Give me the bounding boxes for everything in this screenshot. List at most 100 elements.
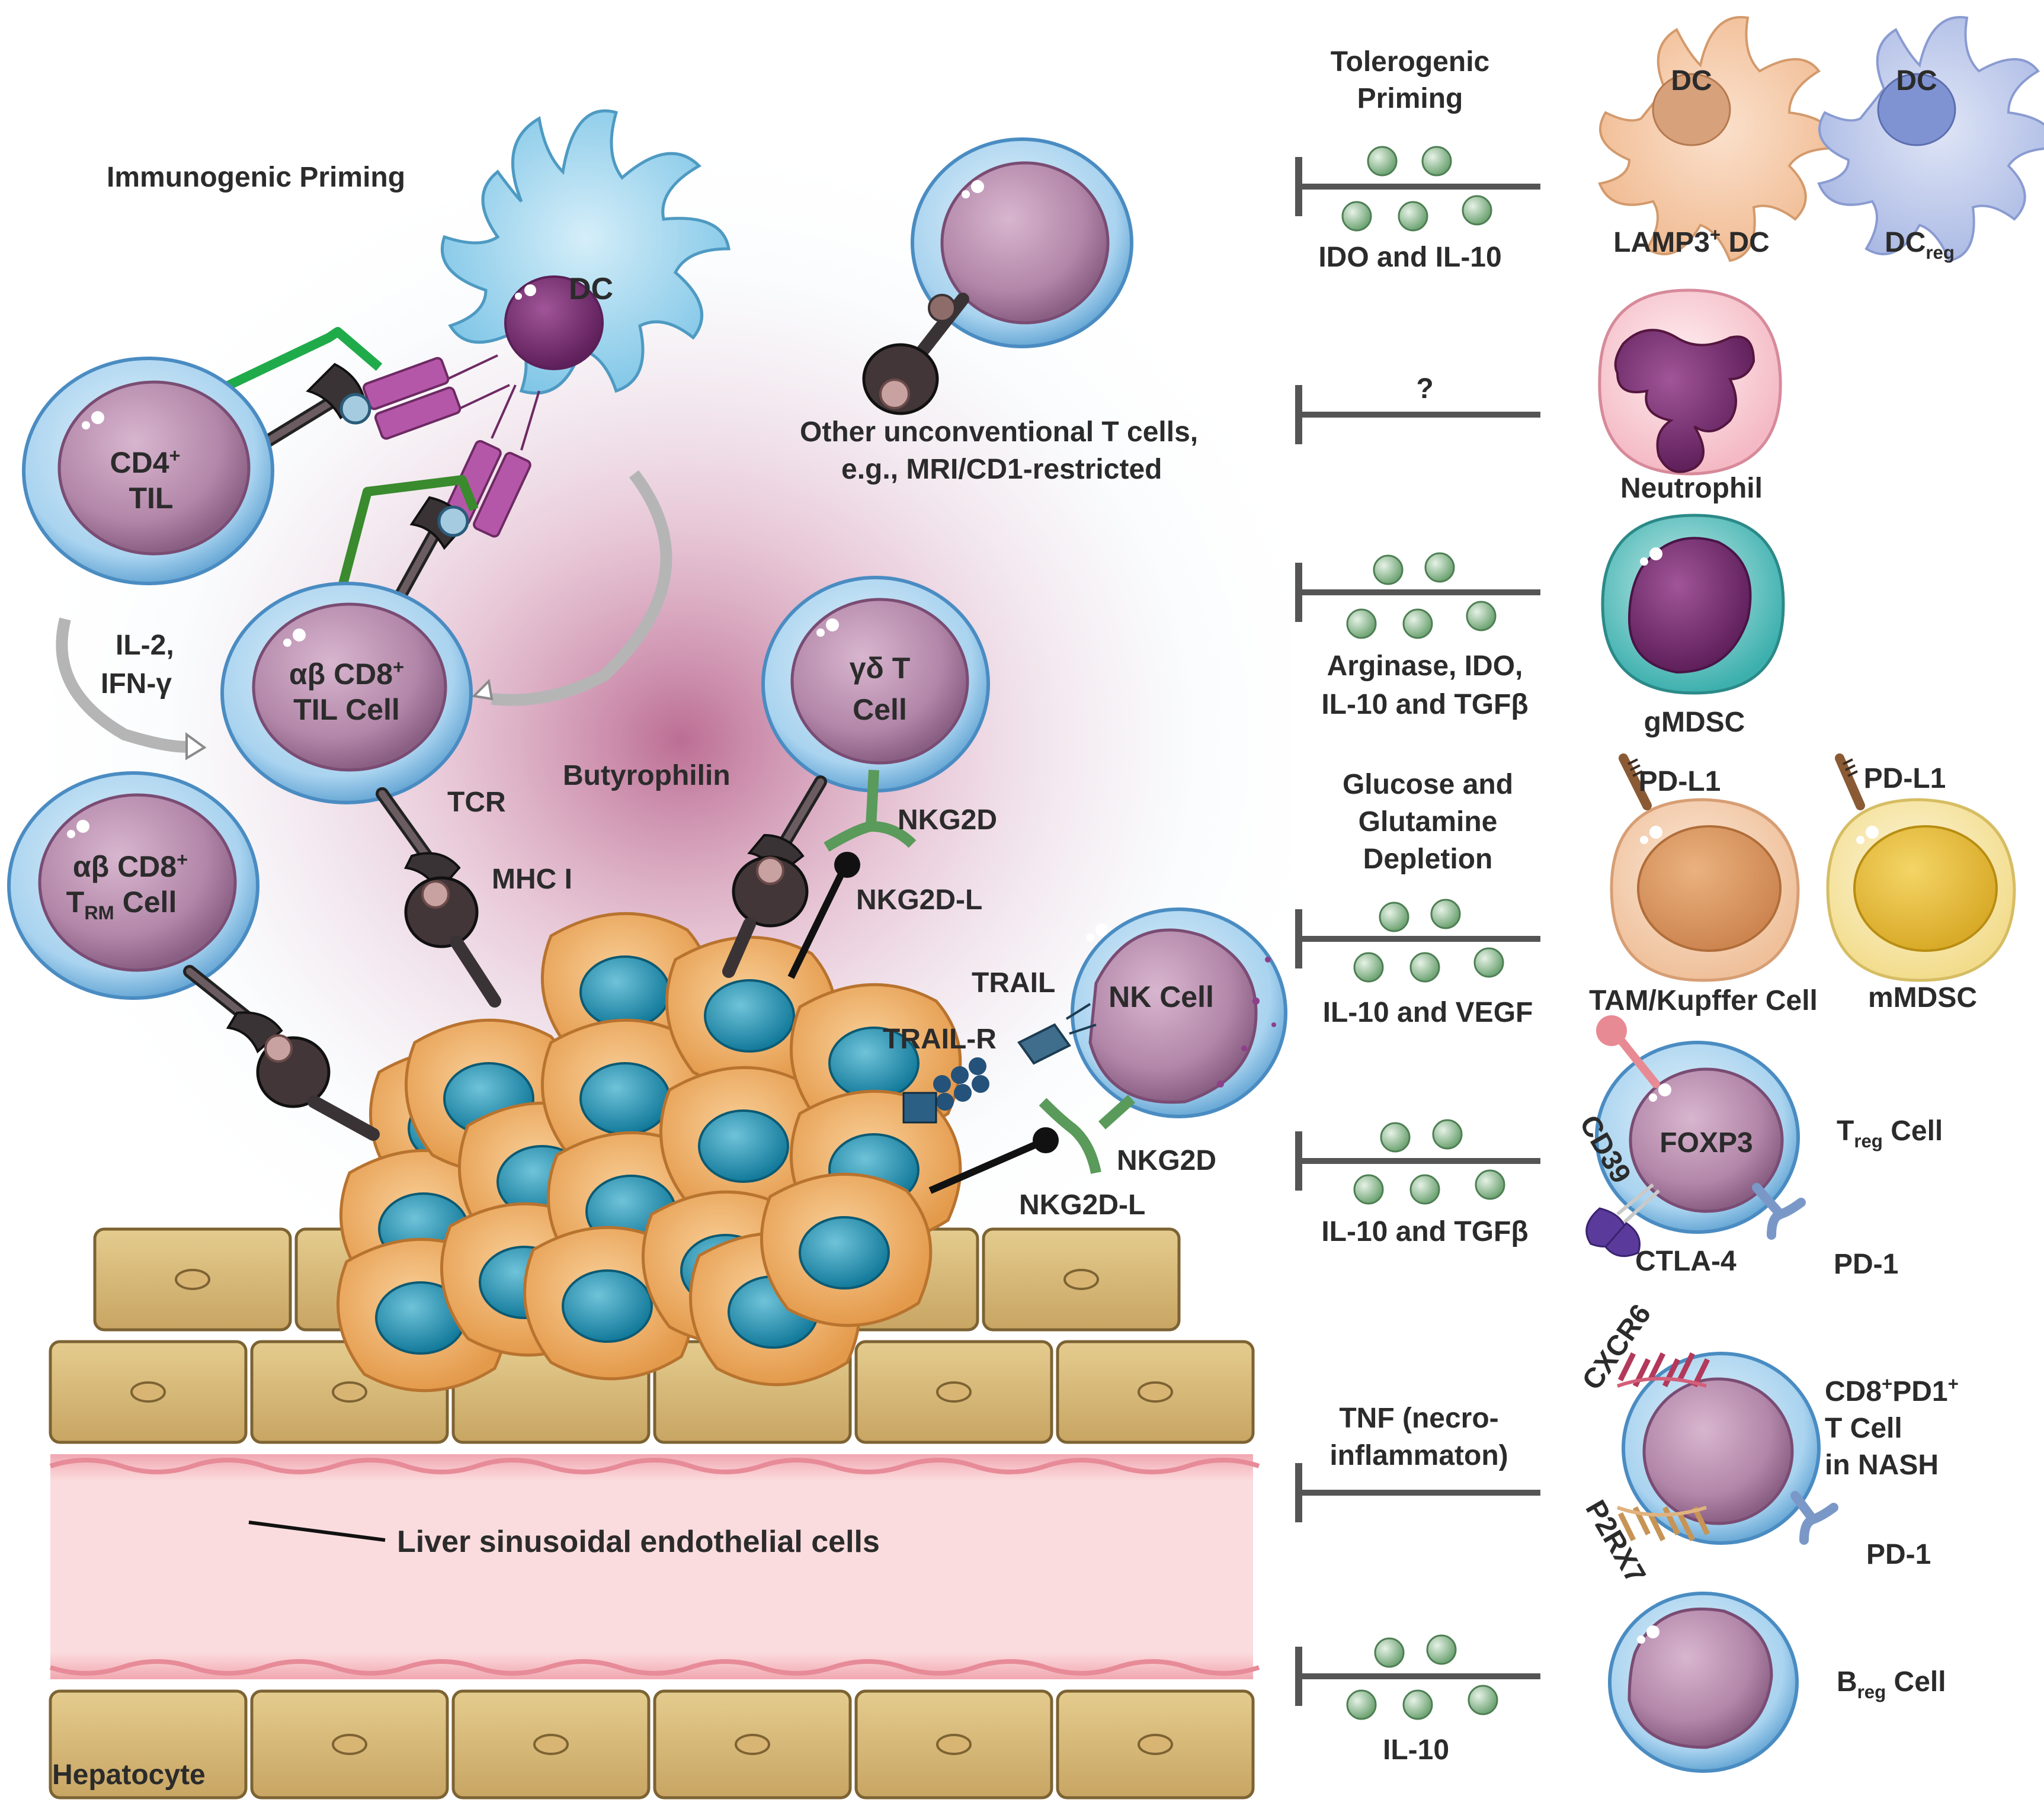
lsec-pointer xyxy=(248,1521,386,1542)
hepatocyte-label: Hepatocyte xyxy=(52,1759,206,1791)
gamma-delta-t-cell xyxy=(761,576,990,793)
treg-cell xyxy=(1585,1015,1806,1258)
inhibition-bar xyxy=(1295,1647,1540,1706)
inhibition-bar xyxy=(1295,909,1540,968)
tumor-glow xyxy=(0,118,1363,1362)
inhibition-bar xyxy=(1295,385,1540,444)
cytokine-beads xyxy=(1346,1634,1498,1720)
dc-reg-nucleus-label: DC xyxy=(1896,65,1937,97)
trail-r-label: TRAIL-R xyxy=(883,1024,997,1055)
breg-label: Breg Cell xyxy=(1837,1666,1946,1702)
row6-signal-line2: inflammaton) xyxy=(1329,1440,1508,1471)
lamp3-dc-cell xyxy=(1598,16,1838,262)
tcr-cd4 xyxy=(251,363,371,454)
nkg2dl-bottom-label: NKG2D-L xyxy=(1019,1189,1145,1221)
tcr-cd8 xyxy=(387,496,469,614)
cytokine-beads xyxy=(1353,1119,1505,1205)
tumor-cell xyxy=(760,1172,933,1327)
nkg2dl-top-label: NKG2D-L xyxy=(856,884,982,916)
dendritic-cell xyxy=(440,109,731,395)
cd4-til-cell xyxy=(22,357,274,585)
mmdsc-pdl1-label: PD-L1 xyxy=(1864,763,1946,794)
row4-top-line2: Glutamine xyxy=(1359,806,1498,838)
cd4-coreceptor xyxy=(202,327,383,402)
treg-label: Treg Cell xyxy=(1837,1115,1943,1152)
row1-signal: IDO and IL-10 xyxy=(1318,242,1501,273)
arrow-head xyxy=(185,732,207,761)
row4-top-line3: Depletion xyxy=(1363,843,1493,875)
row3-signal-line2: IL-10 and TGFβ xyxy=(1321,689,1528,720)
cd8-trm-label: αβ CD8+TRM Cell xyxy=(66,849,188,923)
dc-to-cd8-arrow xyxy=(491,470,672,706)
tcr-mhc-trm xyxy=(183,965,380,1141)
cytokine-beads xyxy=(1341,146,1492,232)
cd8-til-cell xyxy=(220,582,473,804)
cytokines-line2: IFN-γ xyxy=(101,668,172,700)
mhc-receptor-cd4 xyxy=(362,354,510,440)
butyrophilin-label: Butyrophilin xyxy=(563,760,731,791)
arrow-head xyxy=(471,678,494,701)
tcr-label: TCR xyxy=(447,787,506,818)
tam-kupffer-cell xyxy=(1610,753,1800,982)
row5-signal: IL-10 and TGFβ xyxy=(1321,1216,1528,1247)
other-t-line2: e.g., MRI/CD1-restricted xyxy=(841,454,1162,485)
ctla4-label: CTLA-4 xyxy=(1635,1246,1737,1277)
neutrophil-cell xyxy=(1598,288,1782,476)
row7-signal: IL-10 xyxy=(1383,1734,1449,1766)
cd8-pd1-nash-cell xyxy=(1616,1352,1838,1545)
trail-label: TRAIL xyxy=(972,967,1055,999)
cd8-til-label: αβ CD8+TIL Cell xyxy=(289,656,404,726)
inhibition-bar xyxy=(1295,1131,1540,1191)
cd4-til-label: CD4+TIL xyxy=(110,445,180,515)
mhc-label: MHC I xyxy=(492,864,572,895)
mmdsc-label: mMDSC xyxy=(1868,982,1977,1013)
cd8-trm-cell xyxy=(7,771,259,1000)
inhibition-bar xyxy=(1295,563,1540,622)
gmdsc-cell xyxy=(1601,514,1785,695)
nkg2d-receptor-bottom xyxy=(928,1095,1136,1194)
neutrophil-label: Neutrophil xyxy=(1620,473,1763,504)
hepatocyte-layer-bottom xyxy=(49,1689,1255,1800)
mmdsc-cell xyxy=(1826,753,2016,982)
gmdsc-label: gMDSC xyxy=(1644,707,1745,738)
immunogenic-priming-label: Immunogenic Priming xyxy=(107,162,405,193)
nash-pd1-label: PD-1 xyxy=(1866,1539,1931,1570)
foxp3-label: FOXP3 xyxy=(1659,1127,1753,1159)
nk-cell xyxy=(1071,907,1287,1118)
unconventional-t-cell xyxy=(862,137,1133,415)
nkg2d-receptor-top xyxy=(787,769,917,979)
cd4-to-cd8-arrow xyxy=(56,617,197,753)
tam-kupffer-label: TAM/Kupffer Cell xyxy=(1589,985,1818,1016)
row4-signal: IL-10 and VEGF xyxy=(1323,997,1533,1028)
lsec-label: Liver sinusoidal endothelial cells xyxy=(397,1525,880,1559)
row4-top-line1: Glucose and xyxy=(1343,769,1513,800)
dc-reg-cell xyxy=(1817,16,2044,262)
cd8-coreceptor xyxy=(333,475,479,606)
cytokines-line1: IL-2, xyxy=(116,630,174,661)
mhc-receptor-cd8 xyxy=(443,384,540,538)
row2-signal: ? xyxy=(1416,373,1433,405)
cytokine-beads xyxy=(1353,899,1504,983)
treg-pd1-label: PD-1 xyxy=(1834,1249,1898,1280)
tam-pdl1-label: PD-L1 xyxy=(1639,766,1721,797)
breg-cell xyxy=(1608,1592,1799,1773)
tumor-cluster xyxy=(337,912,962,1393)
lamp3-dc-nucleus-label: DC xyxy=(1671,65,1712,97)
inhibition-bar xyxy=(1295,1463,1540,1522)
tcr-mhc-cd8 xyxy=(376,787,501,1008)
lamp3-dc-label: LAMP3+ DC xyxy=(1613,224,1770,258)
nkg2d-bottom-label: NKG2D xyxy=(1117,1145,1216,1176)
trail-receptor xyxy=(902,1003,1097,1124)
nkg2d-top-label: NKG2D xyxy=(898,804,997,836)
row3-signal-line1: Arginase, IDO, xyxy=(1327,650,1523,682)
nk-cell-label: NK Cell xyxy=(1108,980,1214,1013)
inhibition-bar xyxy=(1295,157,1540,216)
dc-reg-label: DCreg xyxy=(1885,227,1955,263)
butyrophilin-receptor xyxy=(722,775,827,978)
other-t-line1: Other unconventional T cells, xyxy=(800,416,1198,448)
dc-label: DC xyxy=(569,272,613,306)
